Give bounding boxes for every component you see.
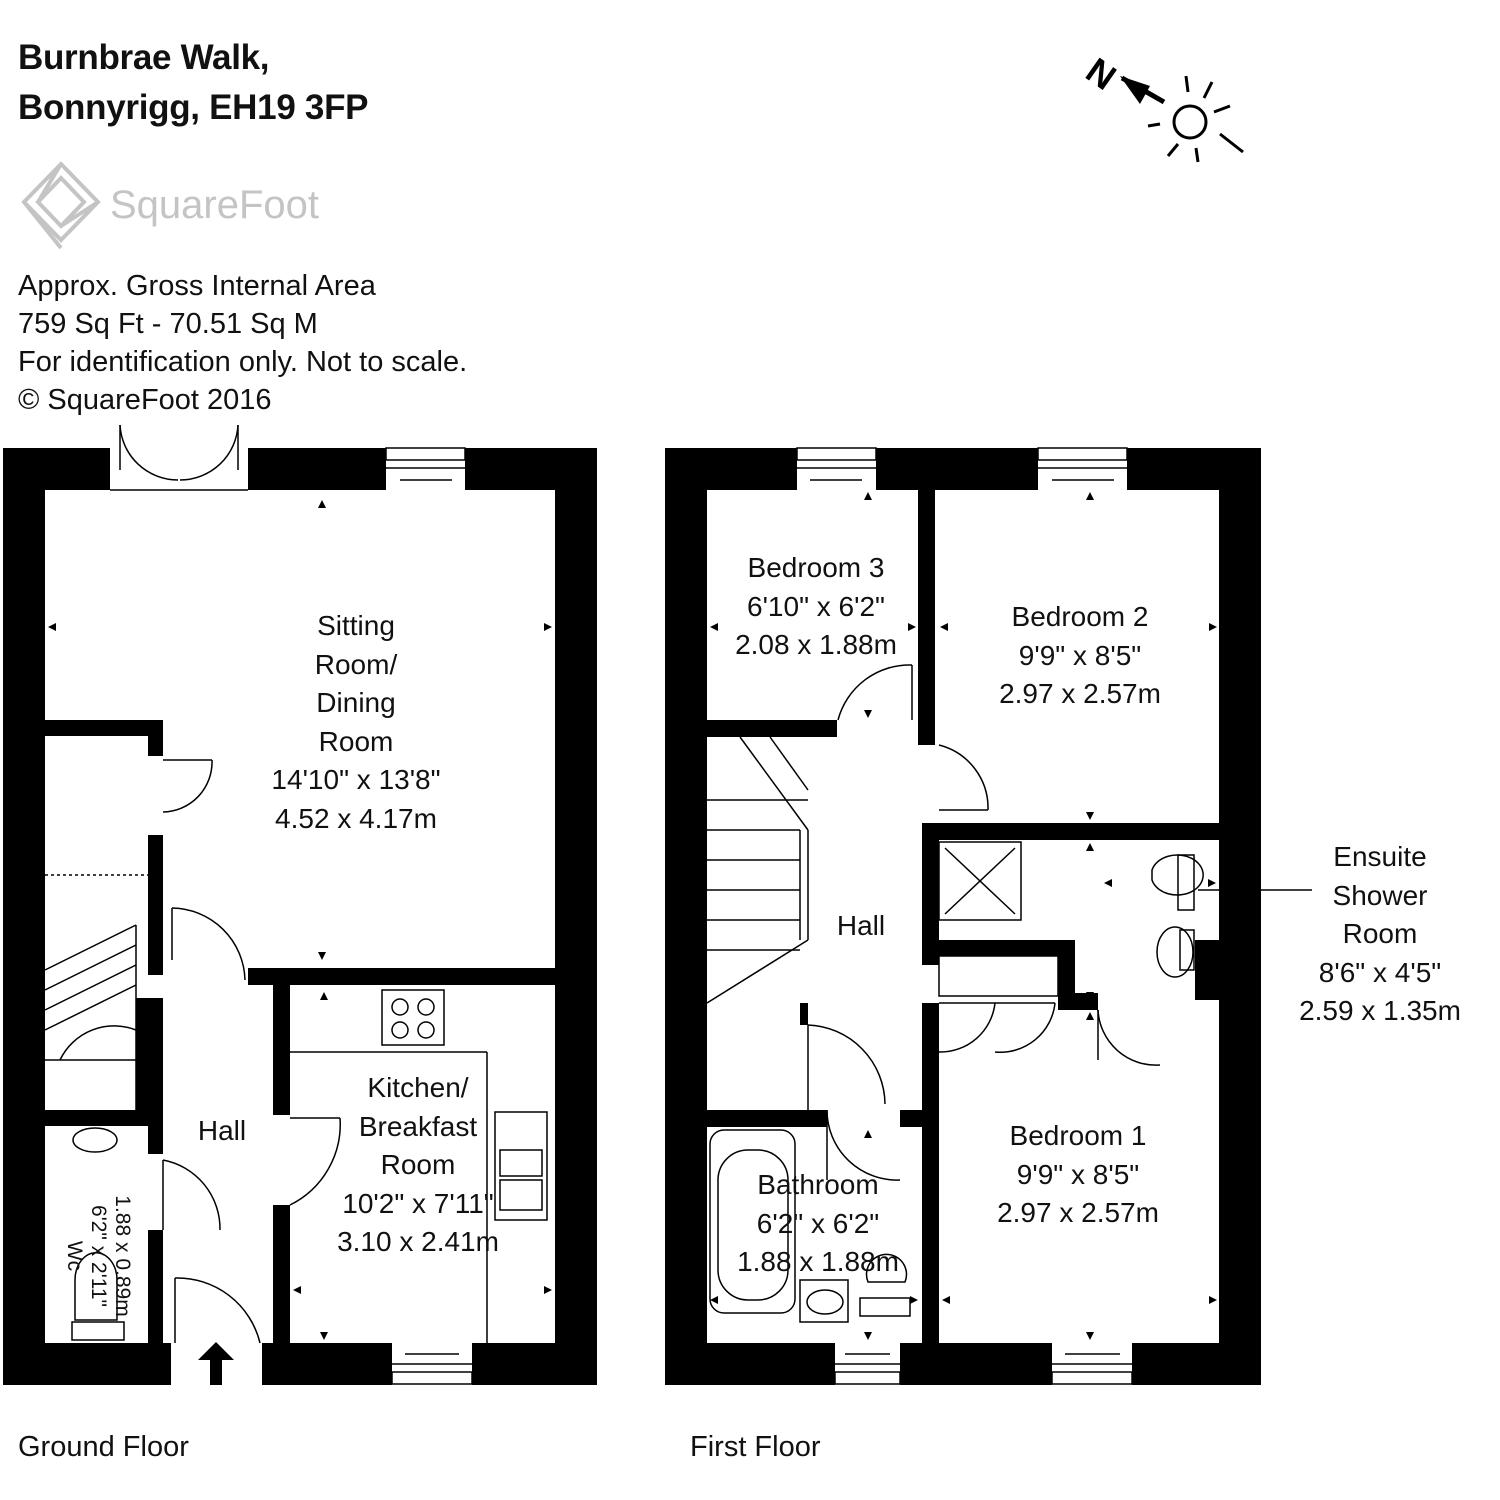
sitting-dim-metric: 4.52 x 4.17m (275, 802, 437, 834)
bedroom2-label: Bedroom 2 (1011, 601, 1149, 632)
room-bathroom: Bathroom 6'2" x 6'2" 1.88 x 1.88m (737, 1166, 899, 1282)
ensuite-label-3: Room (1342, 918, 1418, 949)
kitchen-label-1: Kitchen/ (367, 1072, 469, 1103)
ground-hall-label: Hall (197, 1115, 247, 1146)
bedroom2-dim-metric: 2.97 x 2.57m (999, 678, 1161, 709)
room-first-hall: Hall (837, 907, 885, 946)
bedroom3-dim-imperial: 6'10" x 6'2" (747, 590, 885, 622)
disclaimer: For identification only. Not to scale. (18, 346, 468, 378)
bathroom-dim-metric: 1.88 x 1.88m (737, 1246, 899, 1277)
ground-floor-label: Ground Floor (18, 1431, 189, 1463)
bedroom1-label: Bedroom 1 (1009, 1120, 1147, 1151)
sitting-label-3: Dining (316, 687, 396, 718)
area-heading: Approx. Gross Internal Area (18, 270, 376, 302)
address-line-2: Bonnyrigg, EH19 3FP (18, 88, 369, 127)
sitting-dim-imperial: 14'10" x 13'8" (271, 764, 441, 795)
first-floor-walls (665, 448, 1261, 1385)
bedroom3-dim-metric: 2.08 x 1.88m (735, 629, 897, 660)
sitting-label-4: Room (318, 725, 394, 757)
room-wc: 1.88 x 0.89m 6'2" x 2'11" Wc (48, 1168, 148, 1316)
first-floor-label: First Floor (690, 1431, 821, 1463)
wc-label: Wc (63, 1240, 86, 1272)
area-value: 759 Sq Ft - 70.51 Sq M (18, 308, 318, 340)
room-bedroom2: Bedroom 2 9'9" x 8'5" 2.97 x 2.57m (999, 598, 1161, 714)
ground-floor-walls (3, 448, 597, 1385)
first-hall-label: Hall (836, 910, 886, 941)
ensuite-label-1: Ensuite (1333, 841, 1427, 872)
room-sitting-dining: Sitting Room/ Dining Room 14'10" x 13'8"… (271, 607, 440, 838)
compass-sun-icon: N (1060, 30, 1260, 180)
bedroom3-label: Bedroom 3 (747, 552, 885, 583)
bathroom-dim-imperial: 6'2" x 6'2" (756, 1207, 880, 1239)
kitchen-label-2: Breakfast (358, 1110, 478, 1142)
bedroom1-dim-imperial: 9'9" x 8'5" (1016, 1158, 1140, 1190)
bedroom2-dim-imperial: 9'9" x 8'5" (1018, 639, 1142, 671)
sitting-label-1: Sitting (317, 610, 395, 641)
ensuite-label-2: Shower (1332, 879, 1428, 911)
address-line-1: Burnbrae Walk, (18, 38, 270, 77)
squarefoot-logo-icon (20, 160, 102, 252)
ground-floor-plan (3, 424, 597, 1385)
room-bedroom1: Bedroom 1 9'9" x 8'5" 2.97 x 2.57m (997, 1117, 1159, 1233)
copyright: © SquareFoot 2016 (18, 384, 272, 416)
ensuite-dim-imperial: 8'6" x 4'5" (1318, 956, 1442, 988)
wc-dim-metric: 1.88 x 0.89m (111, 1195, 134, 1317)
wc-text-block: 1.88 x 0.89m 6'2" x 2'11" Wc (62, 1176, 134, 1336)
kitchen-label-3: Room (380, 1149, 456, 1180)
bathroom-label: Bathroom (757, 1169, 879, 1200)
room-kitchen: Kitchen/ Breakfast Room 10'2" x 7'11" 3.… (337, 1069, 499, 1262)
first-floor-plan (665, 447, 1312, 1385)
squarefoot-logo-text: SquareFoot (110, 183, 320, 227)
room-bedroom3: Bedroom 3 6'10" x 6'2" 2.08 x 1.88m (735, 549, 897, 665)
kitchen-dim-imperial: 10'2" x 7'11" (342, 1187, 494, 1219)
kitchen-dim-metric: 3.10 x 2.41m (337, 1226, 499, 1257)
bedroom1-dim-metric: 2.97 x 2.57m (997, 1197, 1159, 1228)
room-ensuite: Ensuite Shower Room 8'6" x 4'5" 2.59 x 1… (1299, 838, 1461, 1031)
ensuite-dim-metric: 2.59 x 1.35m (1299, 995, 1461, 1026)
wc-dim-imperial: 6'2" x 2'11" (87, 1205, 110, 1307)
room-ground-hall: Hall (198, 1112, 246, 1151)
sitting-label-2: Room/ (314, 648, 398, 680)
